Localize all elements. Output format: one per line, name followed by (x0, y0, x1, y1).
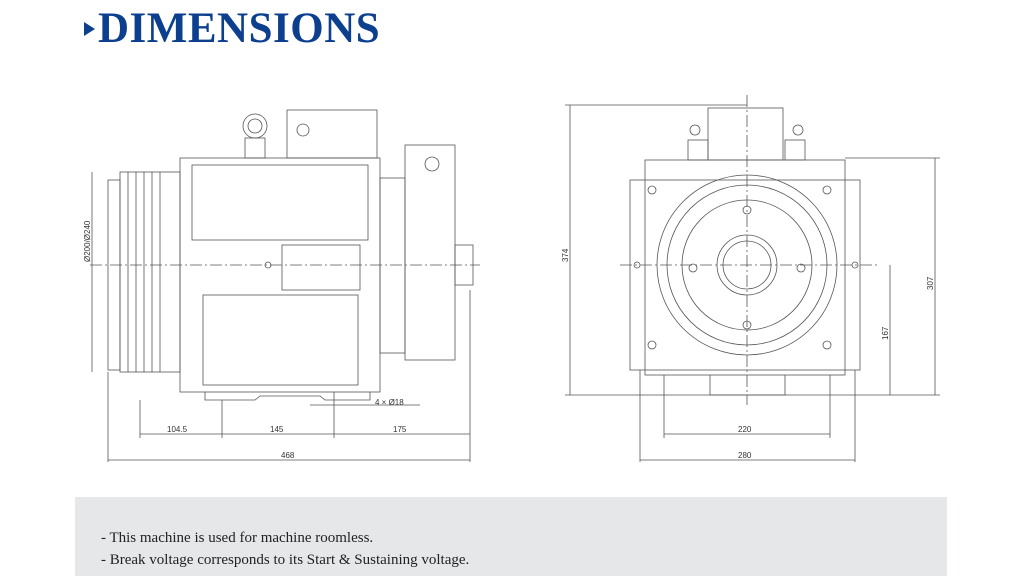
holes-label: 4 × Ø18 (375, 398, 404, 407)
dim-104-5: 104.5 (167, 425, 188, 434)
dim-145: 145 (270, 425, 284, 434)
dim-307: 307 (926, 276, 935, 290)
note-2: - Break voltage corresponds to its Start… (101, 552, 470, 568)
dim-280: 280 (738, 451, 752, 460)
side-view-drawing (565, 95, 940, 462)
note-1: - This machine is used for machine rooml… (101, 530, 374, 546)
dim-167: 167 (881, 326, 890, 340)
page-title: DIMENSIONS (84, 4, 380, 53)
notes-box: - This machine is used for machine rooml… (75, 497, 947, 576)
title-text: DIMENSIONS (98, 5, 381, 52)
diameter-label: Ø200/Ø240 (83, 220, 92, 262)
dim-374: 374 (561, 248, 570, 262)
dim-175: 175 (393, 425, 407, 434)
dim-468: 468 (281, 451, 295, 460)
triangle-bullet-icon (84, 21, 95, 36)
dim-220: 220 (738, 425, 752, 434)
front-view-drawing (90, 109, 480, 462)
